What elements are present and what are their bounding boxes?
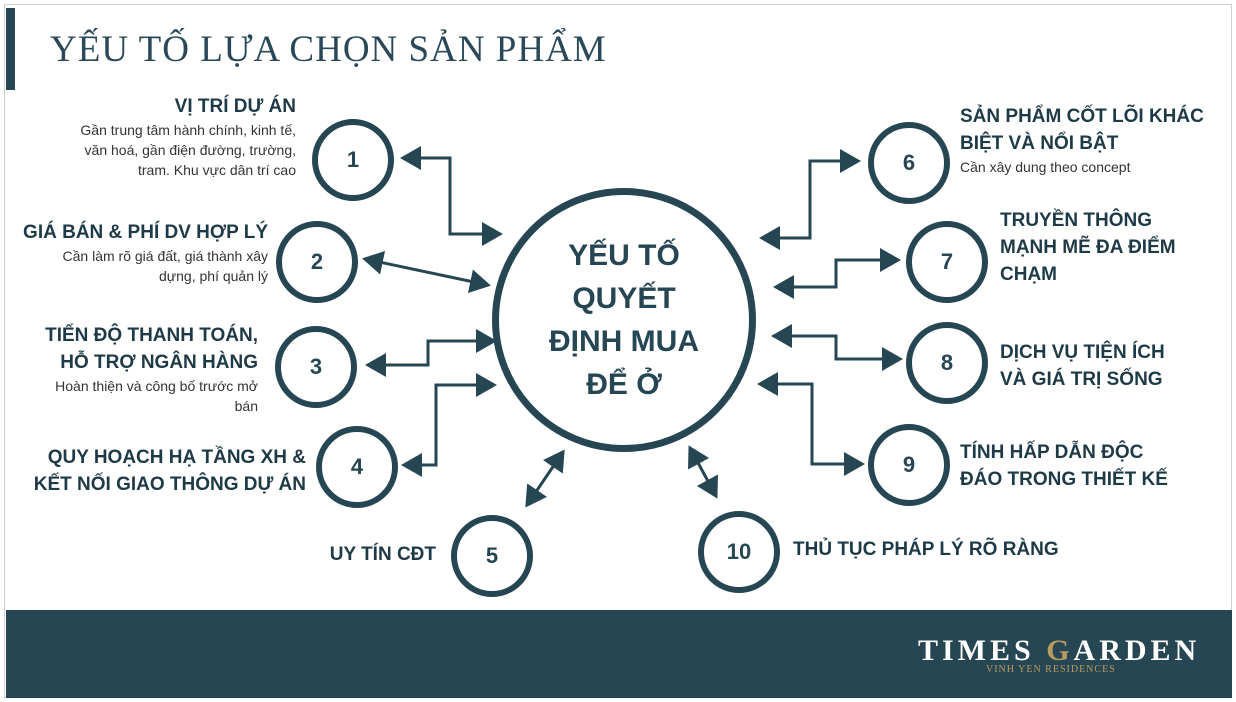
factor-9-circle: 9 (868, 424, 950, 506)
arrow-2 (362, 250, 491, 294)
center-label: YẾU TỐ QUYẾT ĐỊNH MUA ĐỂ Ở (549, 239, 699, 401)
factor-5-label: UY TÍN CĐT (329, 544, 436, 565)
factor-10-circle: 10 (698, 511, 780, 593)
factor-4-label: QUY HOẠCH HẠ TẦNG XH & KẾT NỐI GIAO THÔN… (33, 447, 306, 495)
arrow-3 (365, 329, 497, 377)
factor-9-label: TÍNH HẤP DẪN ĐỘC ĐÁO TRONG THIẾT KẾ (960, 442, 1168, 490)
factor-6-label: SẢN PHẨM CỐT LÕI KHÁC BIỆT VÀ NỔI BẬT Cầ… (960, 106, 1204, 175)
page-title: YẾU TỐ LỰA CHỌN SẢN PHẨM (50, 29, 607, 70)
arrow-6 (759, 149, 861, 250)
factor-3-circle: 3 (275, 326, 357, 408)
factor-1-label: VỊ TRÍ DỰ ÁN Gần trung tâm hành chính, k… (80, 96, 296, 178)
arrow-5 (525, 449, 565, 508)
factor-8-circle: 8 (906, 322, 988, 404)
brand-logo: TIMES GARDEN (918, 634, 1201, 667)
footer-bar (6, 610, 1232, 698)
factor-2-label: GIÁ BÁN & PHÍ DV HỢP LÝ Cần làm rõ giá đ… (23, 222, 268, 284)
arrow-4 (401, 373, 497, 477)
title-accent-bar (6, 8, 15, 90)
arrow-8 (771, 324, 903, 371)
factor-10-label: THỦ TỤC PHÁP LÝ RÕ RÀNG (793, 539, 1059, 560)
factor-3-label: TIẾN ĐỘ THANH TOÁN, HỖ TRỢ NGÂN HÀNG Hoà… (45, 325, 258, 414)
arrow-7 (773, 248, 901, 299)
factor-6-circle: 6 (868, 122, 950, 204)
factor-5-circle: 5 (451, 515, 533, 597)
factor-4-circle: 4 (316, 426, 398, 508)
factor-2-circle: 2 (276, 221, 358, 303)
arrow-9 (757, 372, 865, 476)
factor-7-label: TRUYỀN THÔNG MẠNH MẼ ĐA ĐIỂM CHẠM (1000, 210, 1176, 285)
factor-7-circle: 7 (906, 221, 988, 303)
center-circle: YẾU TỐ QUYẾT ĐỊNH MUA ĐỂ Ở (492, 188, 756, 452)
arrow-10 (688, 445, 718, 499)
brand-tagline: VINH YEN RESIDENCES (986, 664, 1116, 675)
arrow-1 (400, 146, 503, 246)
factor-8-label: DỊCH VỤ TIỆN ÍCH VÀ GIÁ TRỊ SỐNG (1000, 342, 1165, 390)
factor-1-circle: 1 (312, 119, 394, 201)
